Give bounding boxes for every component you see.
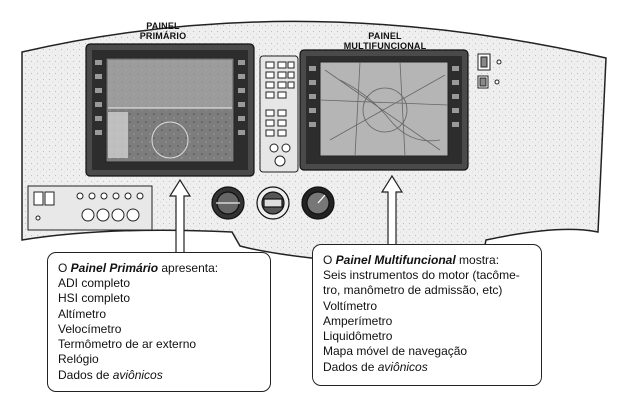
center-control-stack [259,55,299,173]
list-item: HSI completo [58,291,131,306]
multi-panel-label: PAINEL MULTIFUNCIONAL [325,31,445,51]
list-item: Dados de aviônicos [323,359,428,374]
list-item: Voltímetro [323,298,378,313]
primary-panel-label-line1: PAINEL [146,21,180,31]
list-item: ADI completo [58,276,131,290]
primary-panel-callout: O Painel Primário apresenta: ADI complet… [47,252,271,392]
list-item: Relógio [58,352,99,367]
multi-panel-label-line1: PAINEL [368,31,402,41]
primary-panel-label-line2: PRIMÁRIO [139,31,187,41]
multifunction-display [299,49,469,171]
list-item: tro, manômetro de admissão, etc) [323,283,503,298]
callout-arrows [168,174,404,257]
primary-display [85,43,255,177]
list-item: Liquidômetro [323,329,393,344]
list-item: Altímetro [58,306,107,321]
primary-panel-label: PAINEL PRIMÁRIO [118,21,208,41]
list-item: Termômetro de ar externo [58,337,197,352]
right-switches [477,53,502,89]
list-item: Velocímetro [58,321,122,336]
primary-panel-intro: O Painel Primário apresenta: [58,261,219,275]
primary-panel-list: ADI completo HSI completo Altímetro Velo… [58,276,260,383]
multifunction-panel-list: Seis instrumentos do motor (tacôme- tro,… [323,268,531,375]
list-item: Dados de aviônicos [58,367,163,382]
list-item: Amperímetro [323,313,393,328]
lower-left-switch-panel [27,185,153,231]
list-item: Seis instrumentos do motor (tacôme- [323,268,520,282]
multi-panel-label-line2: MULTIFUNCIONAL [343,41,427,51]
multifunction-panel-callout: O Painel Multifuncional mostra: Seis ins… [312,244,542,386]
multifunction-panel-intro: O Painel Multifuncional mostra: [323,253,500,267]
list-item: Mapa móvel de navegação [323,344,468,359]
standby-gauges [211,186,335,220]
